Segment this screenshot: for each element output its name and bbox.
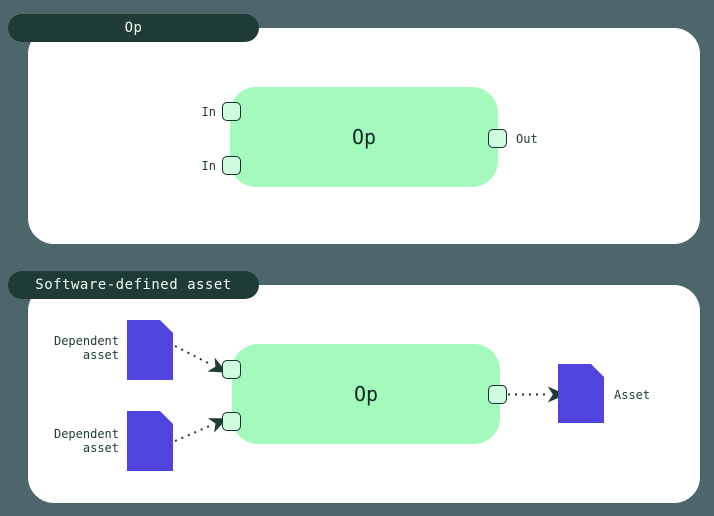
asset-document-icon — [558, 364, 604, 423]
input-port-icon — [222, 102, 241, 121]
dependent-asset-label-1: Dependent asset — [53, 334, 119, 362]
dependent-asset-label-2: Dependent asset — [53, 427, 119, 455]
op-node-label: Op — [351, 125, 377, 149]
dependency-arrow-icon — [174, 418, 224, 442]
input-label-1: In — [201, 105, 216, 119]
sda-panel-title: Software-defined asset — [35, 277, 232, 293]
input-port-icon — [222, 156, 241, 175]
op-node: Op — [232, 344, 500, 444]
input-label-2: In — [201, 159, 216, 173]
input-port-icon — [222, 412, 241, 431]
sda-panel-title-pill: Software-defined asset — [8, 271, 259, 299]
dependency-arrow-icon — [508, 386, 562, 403]
output-port-icon — [488, 129, 507, 148]
dependent-asset-document-icon — [127, 320, 173, 380]
op-panel-title: Op — [124, 20, 143, 36]
dependent-asset-document-icon — [127, 411, 173, 471]
op-panel-title-pill: Op — [8, 14, 259, 42]
input-port-icon — [222, 360, 241, 379]
asset-label: Asset — [614, 388, 651, 402]
output-label: Out — [516, 132, 538, 146]
op-node-label: Op — [353, 382, 379, 406]
dependency-arrow-icon — [174, 345, 224, 373]
op-node: Op — [230, 87, 498, 187]
output-port-icon — [488, 385, 507, 404]
